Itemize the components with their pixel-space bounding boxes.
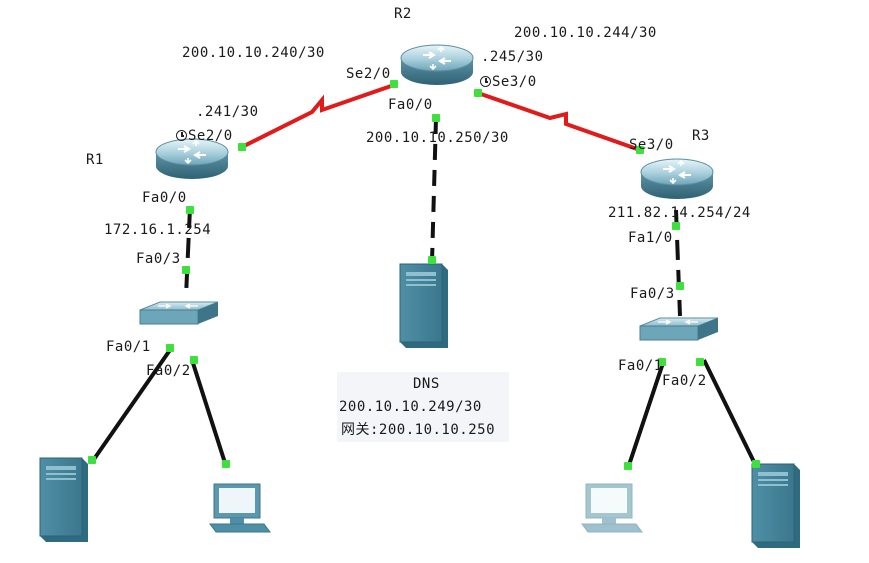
network-r1-r2: 200.10.10.240/30 [182, 45, 325, 61]
r2-fa00-label: Fa0/0 [388, 97, 433, 113]
r2-se20-label: Se2/0 [346, 66, 391, 82]
r3-se30-label: Se3/0 [629, 137, 674, 153]
dns-ip: 200.10.10.249/30 [339, 399, 482, 415]
port-dot [636, 146, 644, 154]
right-pc-icon[interactable] [581, 483, 643, 533]
r1-se20-label: Se2/0 [176, 128, 233, 144]
r1-fa00-label: Fa0/0 [142, 190, 187, 206]
router-r2-icon[interactable] [400, 44, 474, 86]
sw1-fa01-label: Fa0/1 [106, 339, 151, 355]
port-dot [624, 462, 632, 470]
sw2-fa03-label: Fa0/3 [630, 286, 675, 302]
r1-serial-address: .241/30 [196, 104, 259, 120]
ethernet-link-switch1-pc [190, 359, 228, 467]
ethernet-link-switch1-server [90, 348, 172, 464]
port-dot [182, 266, 190, 274]
port-dot [752, 460, 760, 468]
right-server-icon[interactable] [751, 463, 801, 549]
lan-left-gateway: 172.16.1.254 [104, 222, 212, 238]
switch-right-icon[interactable] [639, 317, 719, 341]
port-dot [390, 80, 398, 88]
r2-se30-label: Se3/0 [480, 74, 537, 90]
r2-serial-address: .245/30 [481, 49, 544, 65]
dns-title: DNS [413, 376, 440, 392]
dns-info-box: DNS 200.10.10.249/30 网关:200.10.10.250 [337, 372, 509, 442]
sw1-fa03-label: Fa0/3 [136, 251, 181, 267]
router-r3-icon[interactable] [640, 158, 714, 200]
router-r1-icon[interactable] [155, 138, 229, 180]
serial-link-r1-r2 [241, 83, 395, 149]
ethernet-link-r1-switch1 [184, 207, 192, 297]
ethernet-link-switch2-server [702, 359, 758, 467]
port-dot [696, 358, 704, 366]
port-indicators [88, 80, 760, 470]
port-dot [190, 356, 198, 364]
left-pc-icon[interactable] [209, 483, 271, 533]
network-r2-dns: 200.10.10.250/30 [366, 130, 509, 146]
router-r2-name: R2 [394, 6, 412, 22]
sw2-fa01-label: Fa0/1 [618, 358, 663, 374]
clock-icon [176, 130, 187, 141]
port-dot [88, 456, 96, 464]
serial-link-r2-r3 [477, 91, 641, 152]
port-dot [166, 344, 174, 352]
clock-icon [480, 76, 491, 87]
ethernet-link-switch2-pc [626, 359, 666, 469]
router-r1-name: R1 [86, 152, 104, 168]
r3-fa10-label: Fa1/0 [628, 230, 673, 246]
port-dot [428, 256, 436, 264]
port-dot [238, 143, 246, 151]
port-dot [672, 222, 680, 230]
lan-right-network: 211.82.14.254/24 [608, 205, 751, 221]
sw2-fa02-label: Fa0/2 [662, 373, 707, 389]
dns-server-icon[interactable] [399, 263, 449, 349]
router-r3-name: R3 [692, 128, 710, 144]
left-server-icon[interactable] [39, 457, 89, 543]
port-dot [658, 358, 666, 366]
port-dot [186, 206, 194, 214]
sw1-fa02-label: Fa0/2 [146, 363, 191, 379]
network-r2-r3: 200.10.10.244/30 [514, 25, 657, 41]
port-dot [432, 114, 440, 122]
switch-left-icon[interactable] [139, 301, 219, 325]
port-dot [676, 282, 684, 290]
dns-gateway: 网关:200.10.10.250 [341, 422, 496, 438]
port-dot [222, 460, 230, 468]
port-dot [474, 89, 482, 97]
